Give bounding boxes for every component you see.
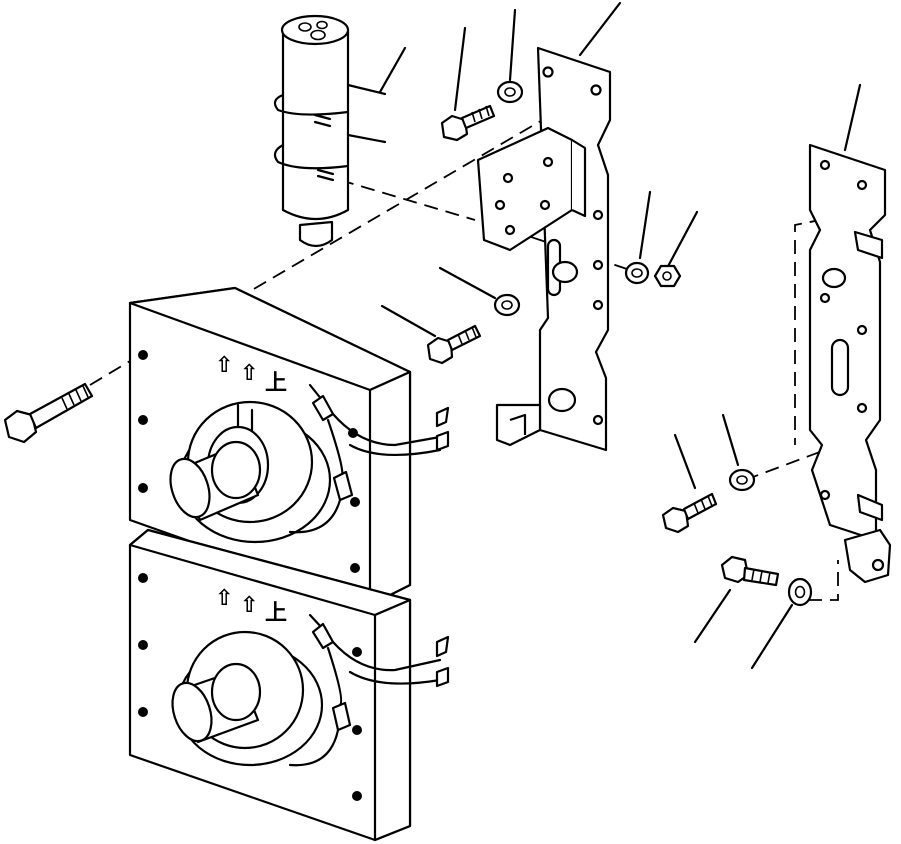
panel-top-arrow-1: ⇧ bbox=[215, 353, 233, 378]
panel-top-kanji: 上 bbox=[265, 371, 287, 396]
callout-leader-lines bbox=[378, 1, 862, 670]
panel-bottom-arrow-2: ⇧ bbox=[240, 593, 258, 618]
washer-right-mid bbox=[728, 468, 756, 492]
hex-nut-mid bbox=[653, 264, 682, 288]
bolt-left-long bbox=[3, 382, 94, 444]
bolt-mid-left bbox=[426, 324, 482, 365]
cylinder-component bbox=[273, 14, 387, 248]
mounting-bracket-right bbox=[808, 143, 892, 584]
washer-mid-left bbox=[493, 293, 521, 317]
bolt-right-bottom bbox=[720, 555, 780, 587]
panel-top-arrow-2: ⇧ bbox=[240, 361, 258, 386]
bolt-right-mid bbox=[661, 492, 718, 534]
mounting-bracket-main bbox=[476, 46, 612, 452]
panel-bottom-kanji: 上 bbox=[265, 601, 287, 626]
switch-panel-bottom: ⇧ ⇧ 上 bbox=[128, 528, 450, 842]
assembly-dashed-lines bbox=[89, 94, 866, 601]
washer-top bbox=[496, 80, 524, 104]
panel-bottom-arrow-1: ⇧ bbox=[215, 586, 233, 611]
bolt-top-center bbox=[440, 104, 496, 142]
panel-bottom-label: ⇧ ⇧ 上 bbox=[215, 586, 287, 626]
switch-panel-top: ⇧ ⇧ 上 bbox=[128, 286, 450, 607]
washer-mid-right bbox=[624, 261, 650, 285]
washer-right-bottom bbox=[787, 577, 813, 607]
panel-top-label: ⇧ ⇧ 上 bbox=[215, 353, 287, 396]
